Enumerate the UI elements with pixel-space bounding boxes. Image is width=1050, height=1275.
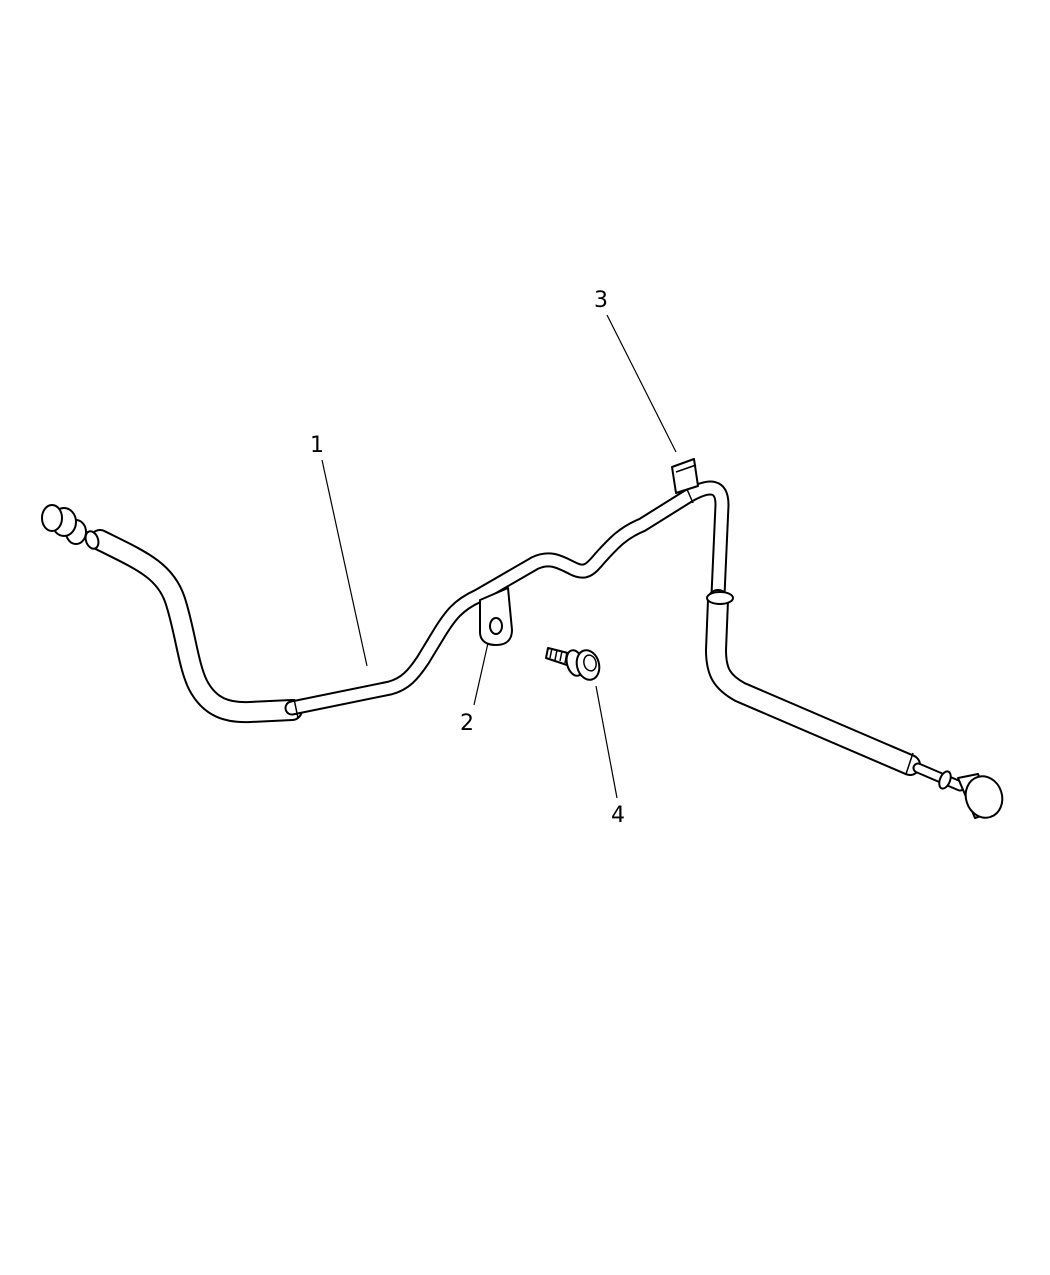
callout-3: 3 bbox=[594, 288, 677, 453]
leader-line-2 bbox=[473, 642, 489, 706]
leader-line-3 bbox=[606, 314, 677, 453]
retaining-clip[interactable] bbox=[671, 458, 699, 494]
leader-line-1 bbox=[321, 459, 368, 667]
callout-label-1: 1 bbox=[310, 433, 324, 458]
callout-label-2: 2 bbox=[460, 711, 474, 736]
bolt[interactable] bbox=[545, 647, 603, 683]
callout-4: 4 bbox=[595, 685, 625, 828]
callout-label-3: 3 bbox=[594, 288, 608, 313]
callout-label-4: 4 bbox=[611, 803, 625, 828]
tube-assembly[interactable] bbox=[41, 480, 1008, 823]
leader-line-4 bbox=[595, 685, 618, 799]
mounting-bracket[interactable] bbox=[479, 587, 513, 646]
callout-2: 2 bbox=[460, 642, 489, 736]
callout-1: 1 bbox=[310, 433, 368, 667]
